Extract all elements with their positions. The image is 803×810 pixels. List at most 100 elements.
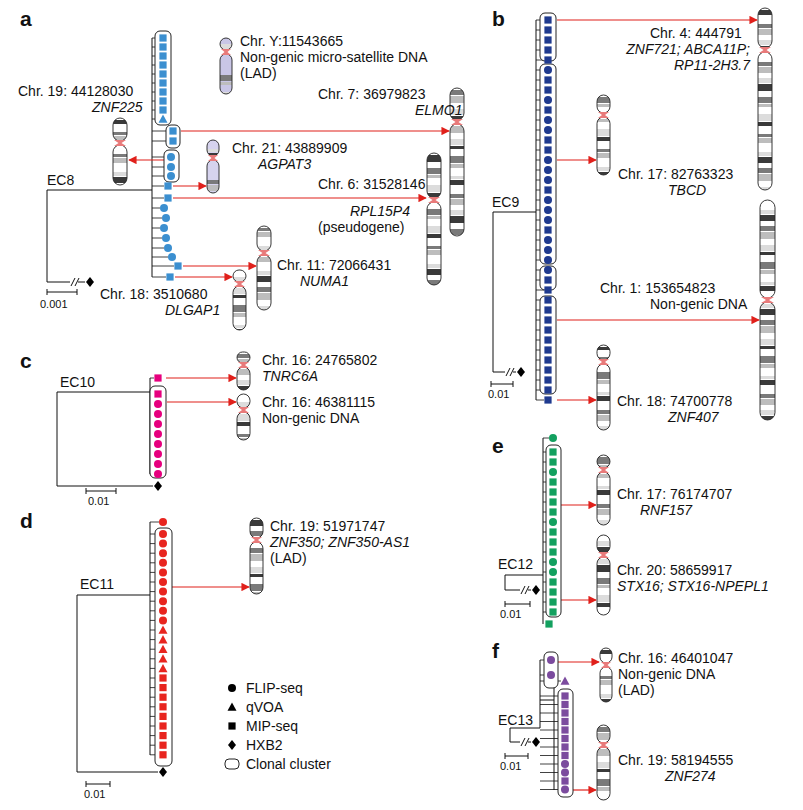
- chromosome-arm: [237, 367, 250, 390]
- chromosome-outline: [250, 518, 263, 538]
- hxb2-marker: [517, 367, 525, 377]
- chromosome-outline: [597, 95, 610, 113]
- sequence-marker: [159, 674, 166, 681]
- tree-branch: [86, 784, 110, 785]
- sequence-marker: [167, 163, 175, 171]
- branch-break: [525, 738, 529, 746]
- sequence-marker: [544, 246, 552, 254]
- sequence-marker: [169, 127, 176, 134]
- chromosome-outline: [257, 226, 271, 251]
- tree-branch: [528, 590, 531, 591]
- clonal-cluster: [155, 528, 172, 766]
- sequence-marker: [561, 709, 568, 716]
- chromosome-label: Chr. 20: 58659917: [617, 562, 732, 578]
- chromosome-outline: [220, 54, 232, 94]
- sequence-marker: [159, 97, 166, 104]
- chromosome-outline: [600, 648, 612, 663]
- sequence-marker: [544, 276, 551, 283]
- leaf-branch: [152, 186, 164, 187]
- sequence-marker: [561, 769, 569, 777]
- sequence-marker: [159, 703, 166, 710]
- gene-label: ZNF407: [668, 409, 719, 425]
- hxb2-marker: [532, 585, 540, 595]
- chromosome-outline: [760, 302, 775, 420]
- branch-break: [75, 278, 79, 286]
- chromosome-label: EC9: [492, 194, 519, 210]
- sequence-marker: [159, 52, 166, 59]
- sequence-marker: [549, 518, 557, 526]
- sequence-marker: [544, 326, 551, 333]
- sequence-marker: [159, 597, 167, 605]
- sequence-marker: [159, 34, 166, 41]
- integration-arrow: [172, 586, 249, 587]
- centromere: [258, 250, 270, 256]
- sequence-marker: [544, 56, 551, 63]
- chromosome-arm: [597, 455, 610, 468]
- sequence-marker: [164, 182, 171, 189]
- hxb2-marker: [154, 481, 162, 491]
- sequence-marker: [167, 172, 175, 180]
- chromosome-label: Chr. 17: 76174707: [617, 486, 732, 502]
- sequence-marker: [160, 204, 168, 212]
- chromosome-label: EC12: [498, 556, 533, 572]
- centromere: [761, 297, 774, 303]
- hxb2-marker: [532, 737, 540, 747]
- tree-branch: [47, 289, 48, 295]
- chromosome-label: Chr. 16: 24765802: [262, 352, 377, 368]
- sequence-marker: [544, 396, 551, 403]
- leaf-branch: [152, 218, 162, 219]
- chromosome-arm: [250, 518, 263, 538]
- integration-arrow: [573, 789, 596, 790]
- legend-swatch: [225, 759, 239, 769]
- chromosome-label: Chr. 1: 153654823: [600, 280, 715, 296]
- integration-arrow: [557, 399, 596, 400]
- integration-arrow: [181, 130, 449, 131]
- sequence-marker: [544, 186, 551, 193]
- clonal-cluster: [544, 652, 558, 688]
- chromosome-arm: [597, 95, 610, 113]
- chromosome-arm: [207, 160, 219, 193]
- chromosome-label: Chr. 11: 72066431: [277, 257, 391, 273]
- leaf-branch: [543, 438, 549, 439]
- chromosome-label: Non-genic micro-satellite DNA (LAD): [240, 49, 452, 81]
- integration-arrow: [561, 504, 596, 505]
- sequence-marker: [159, 588, 167, 596]
- chromosome-arm: [758, 8, 772, 48]
- sequence-marker: [544, 206, 552, 214]
- centromere: [238, 407, 249, 413]
- chromosome-arm: [450, 124, 464, 236]
- sequence-marker: [549, 448, 556, 455]
- chromosome-arm: [597, 557, 610, 615]
- chromosome-label: Non-genic DNA (LAD): [618, 666, 728, 698]
- sequence-marker: [544, 166, 552, 174]
- gene-label: TNRC6A: [262, 368, 318, 384]
- chromosome-label: Chr. 6: 31528146: [318, 176, 425, 192]
- tree-branch: [57, 392, 150, 393]
- chromosome-outline: [233, 270, 246, 282]
- gene-label: STX16; STX16-NPEPL1: [617, 578, 769, 594]
- tree-branch: [77, 289, 78, 295]
- sequence-marker: [159, 694, 166, 701]
- sequence-marker: [544, 16, 551, 23]
- integration-arrow: [129, 159, 164, 160]
- sequence-marker: [162, 214, 170, 222]
- leaf-branch: [152, 277, 166, 278]
- tree-branch: [513, 381, 514, 387]
- clonal-cluster: [166, 125, 180, 148]
- hxb2-marker: [159, 767, 167, 777]
- sequence-marker: [159, 79, 166, 86]
- sequence-marker: [544, 256, 552, 264]
- leaf-branch: [536, 400, 544, 401]
- clonal-cluster: [546, 445, 561, 617]
- chromosome-arm: [597, 725, 610, 743]
- chromosome-arm: [597, 345, 610, 360]
- legend-swatch: [228, 740, 236, 750]
- chromosome-label: Chr. 18: 74700778: [617, 393, 732, 409]
- integration-arrow: [561, 599, 596, 600]
- tree-branch: [554, 681, 555, 790]
- chromosome-arm: [597, 364, 610, 430]
- sequence-marker: [545, 620, 552, 627]
- chromosome-label: Non-genic DNA: [262, 410, 359, 426]
- chromosome-arm: [237, 412, 250, 440]
- leaf-branch: [152, 198, 164, 199]
